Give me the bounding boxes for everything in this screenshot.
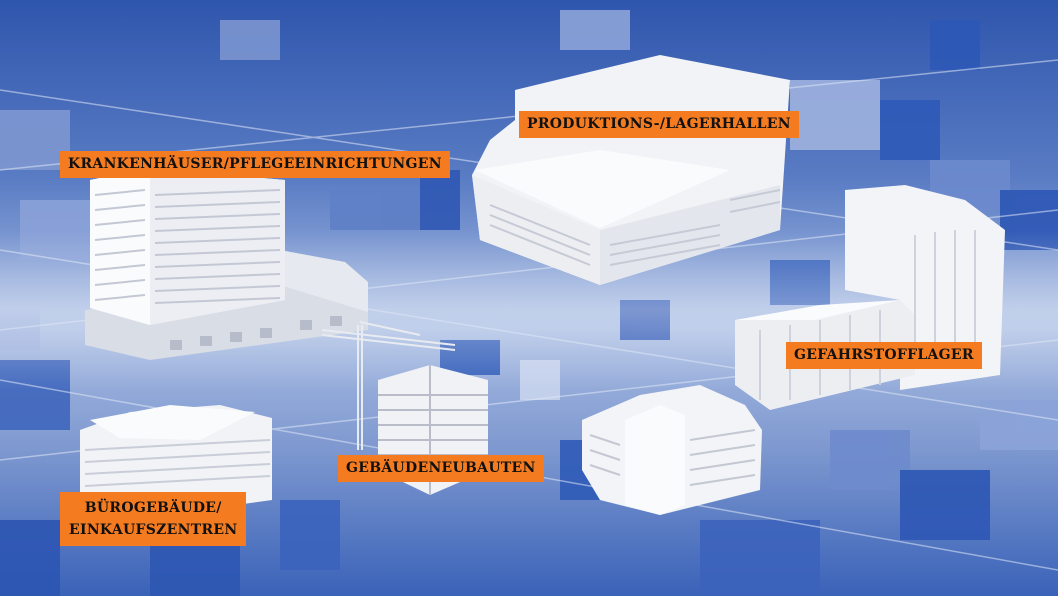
residential-building — [582, 385, 762, 515]
label-gefahrstofflager: GEFAHRSTOFFLAGER — [786, 342, 982, 369]
hazardous-storage — [735, 185, 1005, 410]
label-krankenhaeuser: KRANKENHÄUSER/PFLEGEEINRICHTUNGEN — [60, 151, 450, 178]
label-buerogebaeude-line1: BÜROGEBÄUDE/ — [84, 500, 222, 516]
label-gebaeudeneubauten: GEBÄUDENEUBAUTEN — [338, 455, 544, 482]
label-produktionshallen: PRODUKTIONS-/LAGERHALLEN — [519, 111, 799, 138]
office-building — [80, 405, 272, 510]
hospital-building — [85, 168, 368, 360]
label-buerogebaeude-line2: EINKAUFSZENTREN — [69, 522, 238, 538]
label-buerogebaeude: BÜROGEBÄUDE/ EINKAUFSZENTREN — [60, 492, 247, 546]
